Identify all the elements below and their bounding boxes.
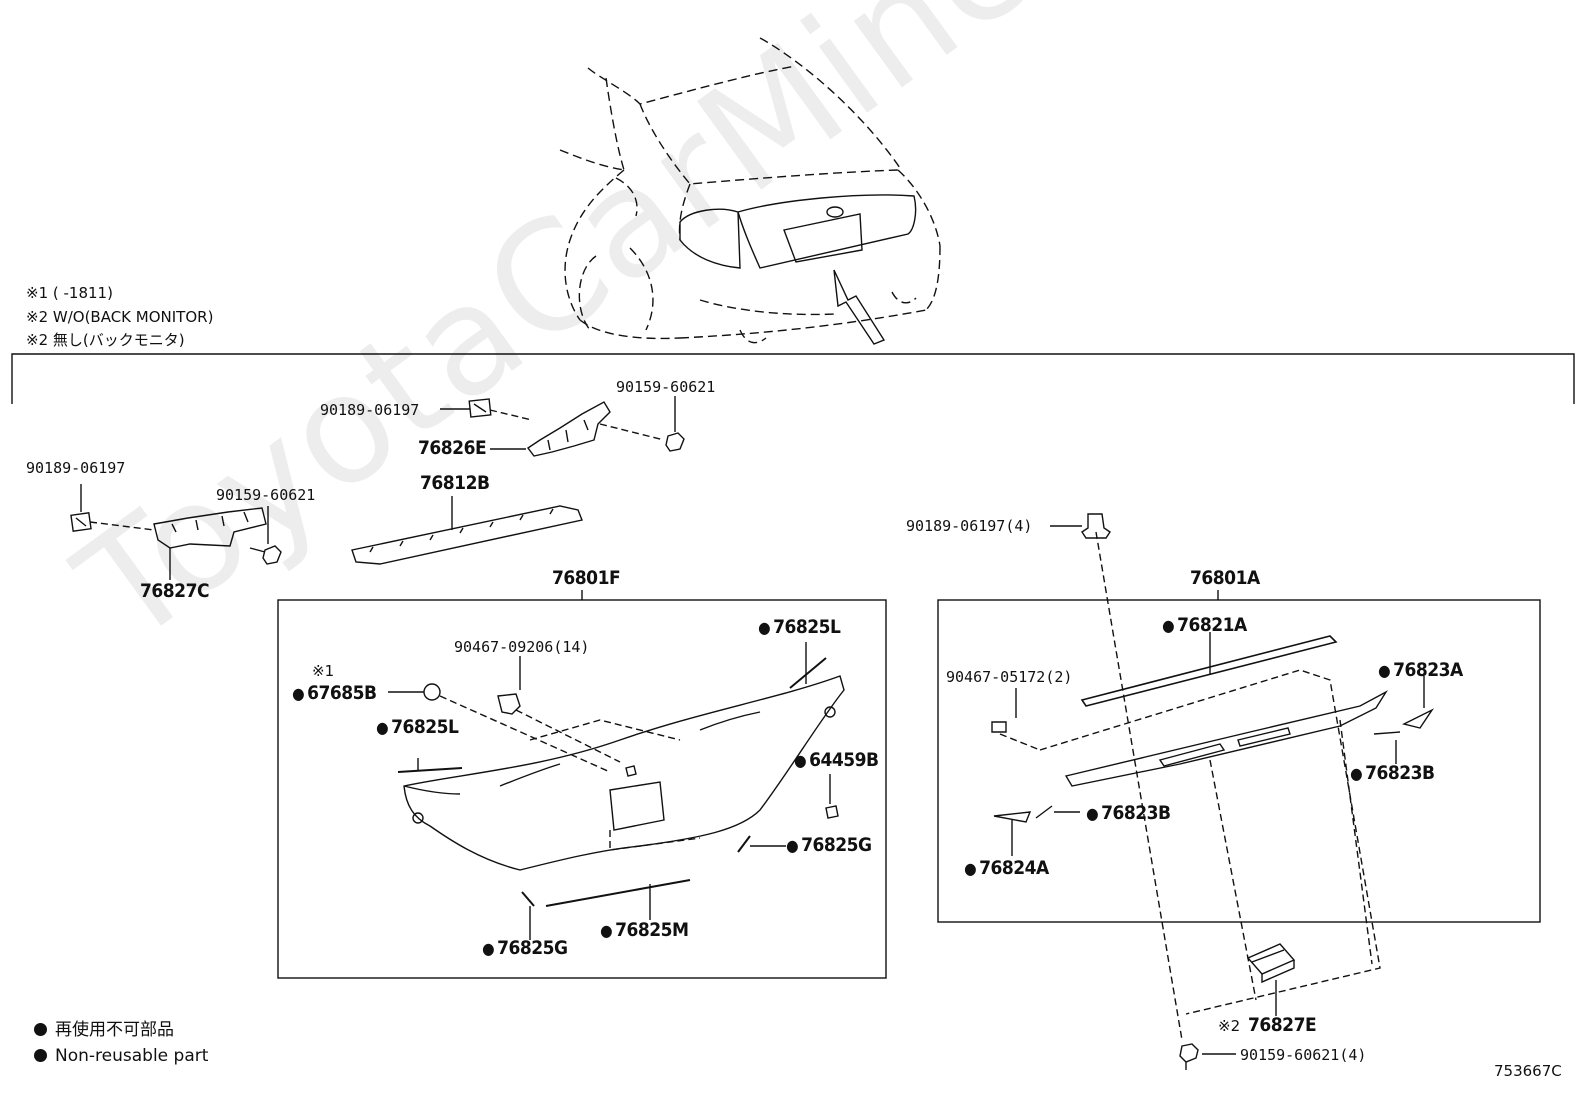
- label-76823b-mid: 76823B: [1086, 802, 1171, 825]
- bullet-icon: [34, 1023, 47, 1036]
- label-64459b: 64459B: [794, 749, 879, 772]
- label-76825g-right: 76825G: [786, 834, 872, 857]
- note-3: ※2 無し(バックモニタ): [26, 331, 185, 349]
- label-90467-09206: 90467-09206(14): [454, 638, 590, 656]
- label-76825g-bottom: 76825G: [482, 937, 568, 960]
- diagram-id: 753667C: [1494, 1062, 1562, 1080]
- label-90467-05172: 90467-05172(2): [946, 668, 1073, 686]
- label-76812b: 76812B: [420, 472, 490, 494]
- box-76801f: [277, 599, 887, 979]
- garnish-76801f: [403, 675, 845, 871]
- label-76801f: 76801F: [552, 567, 621, 589]
- label-76801a: 76801A: [1190, 567, 1260, 589]
- label-90159-60621-left: 90159-60621: [216, 486, 316, 504]
- mark-1: ※1: [312, 662, 335, 680]
- label-90189-06197-top: 90189-06197: [320, 401, 420, 419]
- clip-icon: [1081, 513, 1111, 539]
- box-76801a: [937, 599, 1541, 923]
- label-76827c: 76827C: [140, 580, 210, 602]
- molding-lines: [397, 657, 827, 907]
- label-76823a: 76823A: [1378, 659, 1463, 682]
- label-76825l-left: 76825L: [376, 716, 459, 739]
- label-90189-06197-left: 90189-06197: [26, 459, 126, 477]
- mark-2: ※2: [1218, 1017, 1241, 1035]
- group-bracket: [11, 353, 1575, 404]
- callout-arrow: [833, 269, 886, 345]
- label-76825l-top: 76825L: [758, 616, 841, 639]
- bracket-76827c: [70, 507, 282, 565]
- legend-en: Non-reusable part: [34, 1046, 208, 1066]
- car-tail-details: [679, 194, 917, 269]
- label-90159-60621-top: 90159-60621: [616, 378, 716, 396]
- label-67685b: 67685B: [292, 682, 377, 705]
- car-illustration: [559, 37, 941, 344]
- bracket-76826e: [468, 398, 685, 457]
- legend-jp: 再使用不可部品: [34, 1020, 174, 1040]
- legend-jp-text: 再使用不可部品: [55, 1020, 174, 1040]
- legend-en-text: Non-reusable part: [55, 1046, 209, 1066]
- label-76826e: 76826E: [418, 437, 487, 459]
- bolt-icon: [1179, 1043, 1199, 1070]
- garnish-76801a: [991, 635, 1435, 823]
- label-76825m: 76825M: [600, 919, 689, 942]
- label-76823b-right: 76823B: [1350, 762, 1435, 785]
- bracket-76827e: [1246, 943, 1296, 984]
- label-76821a: 76821A: [1162, 614, 1247, 637]
- reinforcement-76812b: [351, 505, 583, 565]
- label-76827e: 76827E: [1248, 1014, 1317, 1036]
- note-2: ※2 W/O(BACK MONITOR): [26, 308, 214, 326]
- note-1: ※1 ( -1811): [26, 284, 113, 302]
- label-90189-06197-4: 90189-06197(4): [906, 517, 1033, 535]
- bullet-icon: [34, 1049, 47, 1062]
- label-76824a: 76824A: [964, 857, 1049, 880]
- label-90159-60621-4: 90159-60621(4): [1240, 1046, 1367, 1064]
